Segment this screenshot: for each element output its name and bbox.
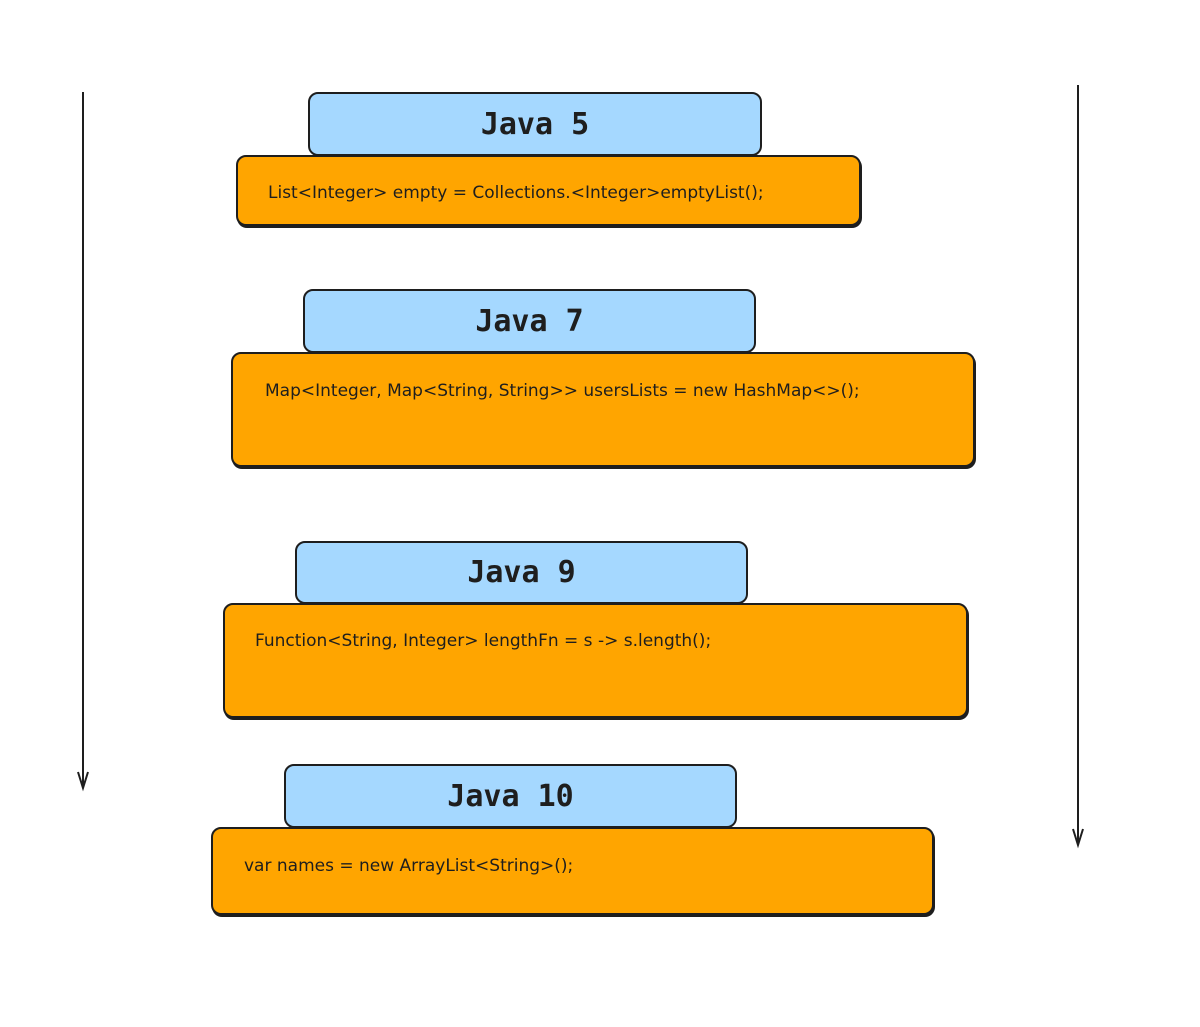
java5-code-box: List<Integer> empty = Collections.<Integ… [236, 155, 861, 226]
java9-code: Function<String, Integer> lengthFn = s -… [255, 631, 712, 651]
java9-label: Java 9 [295, 541, 748, 604]
java5-label: Java 5 [308, 92, 762, 156]
java9-code-box: Function<String, Integer> lengthFn = s -… [223, 603, 968, 718]
java10-code: var names = new ArrayList<String>(); [244, 856, 574, 876]
java7-code: Map<Integer, Map<String, String>> usersL… [265, 381, 860, 401]
java5-code: List<Integer> empty = Collections.<Integ… [268, 183, 764, 203]
java7-label: Java 7 [303, 289, 756, 353]
left-arrow [77, 92, 89, 792]
java10-code-box: var names = new ArrayList<String>(); [211, 827, 934, 915]
java10-label: Java 10 [284, 764, 737, 828]
right-arrow [1072, 85, 1084, 849]
java7-code-box: Map<Integer, Map<String, String>> usersL… [231, 352, 975, 467]
